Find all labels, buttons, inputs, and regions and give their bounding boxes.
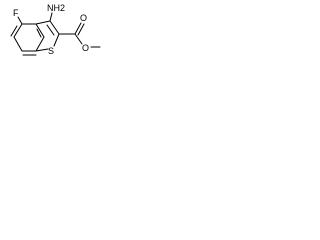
bond-carbonyl-o-double-a: [74, 22, 82, 35]
bond-c3-n: [49, 12, 53, 22]
bond-c3-c2-inner: [46, 24, 55, 36]
substituent-bonds: [17, 12, 101, 48]
bond-c3-c2: [49, 20, 60, 35]
bond-c7-c7a: [35, 36, 45, 52]
sulfur-label: S: [48, 46, 54, 56]
ester-oxygen-label: O: [82, 43, 89, 53]
bond-c4-f: [17, 16, 23, 25]
bond-carbonyl-ester-o: [74, 33, 83, 45]
chemical-structure-diagram: F NH2 S O O: [10, 3, 101, 56]
carbonyl-oxygen-label: O: [80, 13, 87, 23]
bond-c4-c5: [13, 23, 23, 38]
bond-c3a-c7a-inner: [36, 28, 42, 38]
bond-carbonyl-o-double-b: [77, 23, 85, 36]
bond-c5-c6: [13, 36, 23, 52]
amine-label: NH2: [47, 3, 65, 13]
bond-c2-s: [53, 33, 60, 47]
benzene-ring: [10, 23, 45, 56]
bond-s-c7a: [35, 48, 49, 52]
thiophene-ring: [35, 20, 60, 52]
bond-c3a-c3: [35, 20, 51, 25]
fluorine-label: F: [13, 8, 19, 18]
atom-labels: F NH2 S O O: [13, 3, 89, 56]
bond-c4-c5-inner: [10, 25, 18, 37]
bond-c3a-c7a: [35, 23, 45, 38]
